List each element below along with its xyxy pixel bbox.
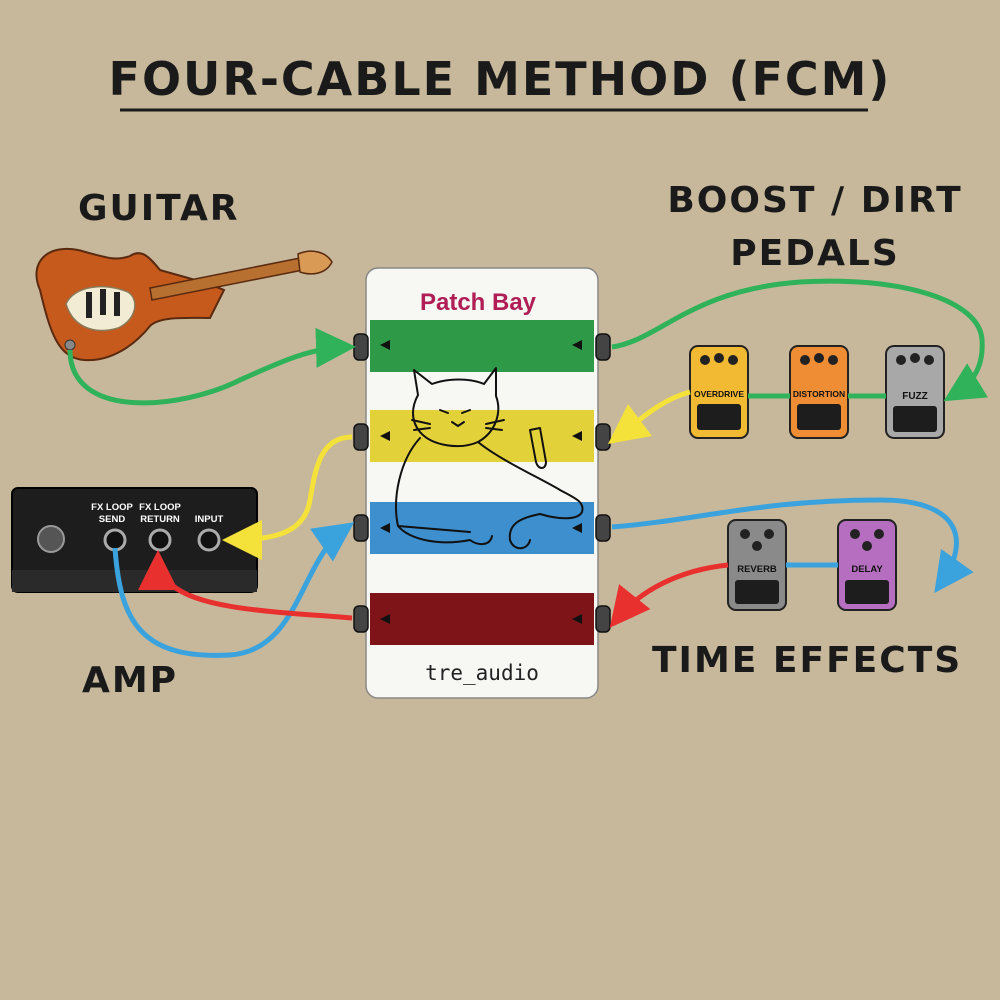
red-cable-from-reverb: [609, 562, 729, 628]
red-strip: [370, 593, 594, 645]
strip-arrow-right-4: [572, 614, 582, 624]
green-cable-to-fuzz: [611, 278, 989, 402]
fx-return-jack: [148, 528, 172, 552]
cat-icon: [395, 367, 584, 550]
delay-pedal: DELAY: [837, 519, 897, 611]
delay-label: DELAY: [851, 564, 883, 575]
guitar-label: GUITAR: [78, 188, 240, 229]
jack-right-2: [595, 423, 611, 451]
amp-input-label: INPUT: [195, 514, 224, 525]
time-effects-label: TIME EFFECTS: [652, 640, 962, 681]
strip-arrow-right-1: [572, 340, 582, 350]
yellow-cable-to-amp-input: [222, 434, 353, 560]
fx-send-label-2: SEND: [99, 514, 126, 525]
fx-send-jack: [103, 528, 127, 552]
distortion-pedal: DISTORTION: [789, 345, 849, 439]
jack-right-4: [595, 605, 611, 633]
xlr-jack: [37, 525, 65, 553]
yellow-strip: [370, 410, 594, 462]
strip-arrow-left-2: [380, 431, 390, 441]
blue-cable-to-delay: [611, 497, 974, 594]
jack-left-4: [353, 605, 369, 633]
pickup-2: [100, 289, 106, 315]
boost-dirt-label: BOOST / DIRT: [667, 180, 962, 221]
jack-right-1: [595, 333, 611, 361]
fuzz-label: FUZZ: [902, 391, 928, 402]
brand-label: tre_audio: [425, 661, 539, 685]
jack-left-1: [353, 333, 369, 361]
blue-strip: [370, 502, 594, 554]
blue-cable-from-fx-send: [112, 522, 355, 658]
jack-left-3: [353, 514, 369, 542]
pickup-1: [86, 292, 92, 318]
pedals-label: PEDALS: [730, 233, 900, 274]
jack-left-2: [353, 423, 369, 451]
overdrive-pedal: OVERDRIVE: [689, 345, 749, 439]
red-cable-to-fx-return: [138, 550, 353, 621]
fx-return-label-2: RETURN: [140, 514, 180, 525]
strip-arrow-left-1: [380, 340, 390, 350]
overdrive-label: OVERDRIVE: [694, 389, 744, 399]
jack-right-3: [595, 514, 611, 542]
patch-bay: Patch Bay tre_audio: [353, 267, 611, 699]
green-strip: [370, 320, 594, 372]
page-title: FOUR-CABLE METHOD (FCM): [109, 52, 892, 106]
distortion-label: DISTORTION: [793, 389, 845, 399]
fuzz-pedal: FUZZ: [885, 345, 945, 439]
strip-arrow-left-3: [380, 523, 390, 533]
guitar-output-jack: [64, 339, 76, 351]
pickup-3: [114, 292, 120, 316]
strip-arrow-right-2: [572, 431, 582, 441]
amp-grille: [12, 570, 257, 592]
guitar-headstock: [297, 250, 333, 275]
amp-input-jack: [197, 528, 221, 552]
yellow-cable-from-overdrive: [608, 389, 691, 445]
green-cable-guitar: [67, 327, 356, 406]
amp-illustration: FX LOOP SEND FX LOOP RETURN INPUT: [11, 487, 258, 593]
reverb-pedal: REVERB: [727, 519, 787, 611]
patch-bay-name: Patch Bay: [420, 289, 537, 316]
amp-label: AMP: [82, 660, 178, 701]
fx-return-label-1: FX LOOP: [139, 502, 181, 513]
patch-bay-body: [365, 267, 599, 699]
fx-send-label-1: FX LOOP: [91, 502, 133, 513]
strip-arrow-left-4: [380, 614, 390, 624]
strip-arrow-right-3: [572, 523, 582, 533]
guitar-illustration: [35, 247, 333, 362]
reverb-label: REVERB: [737, 564, 777, 575]
